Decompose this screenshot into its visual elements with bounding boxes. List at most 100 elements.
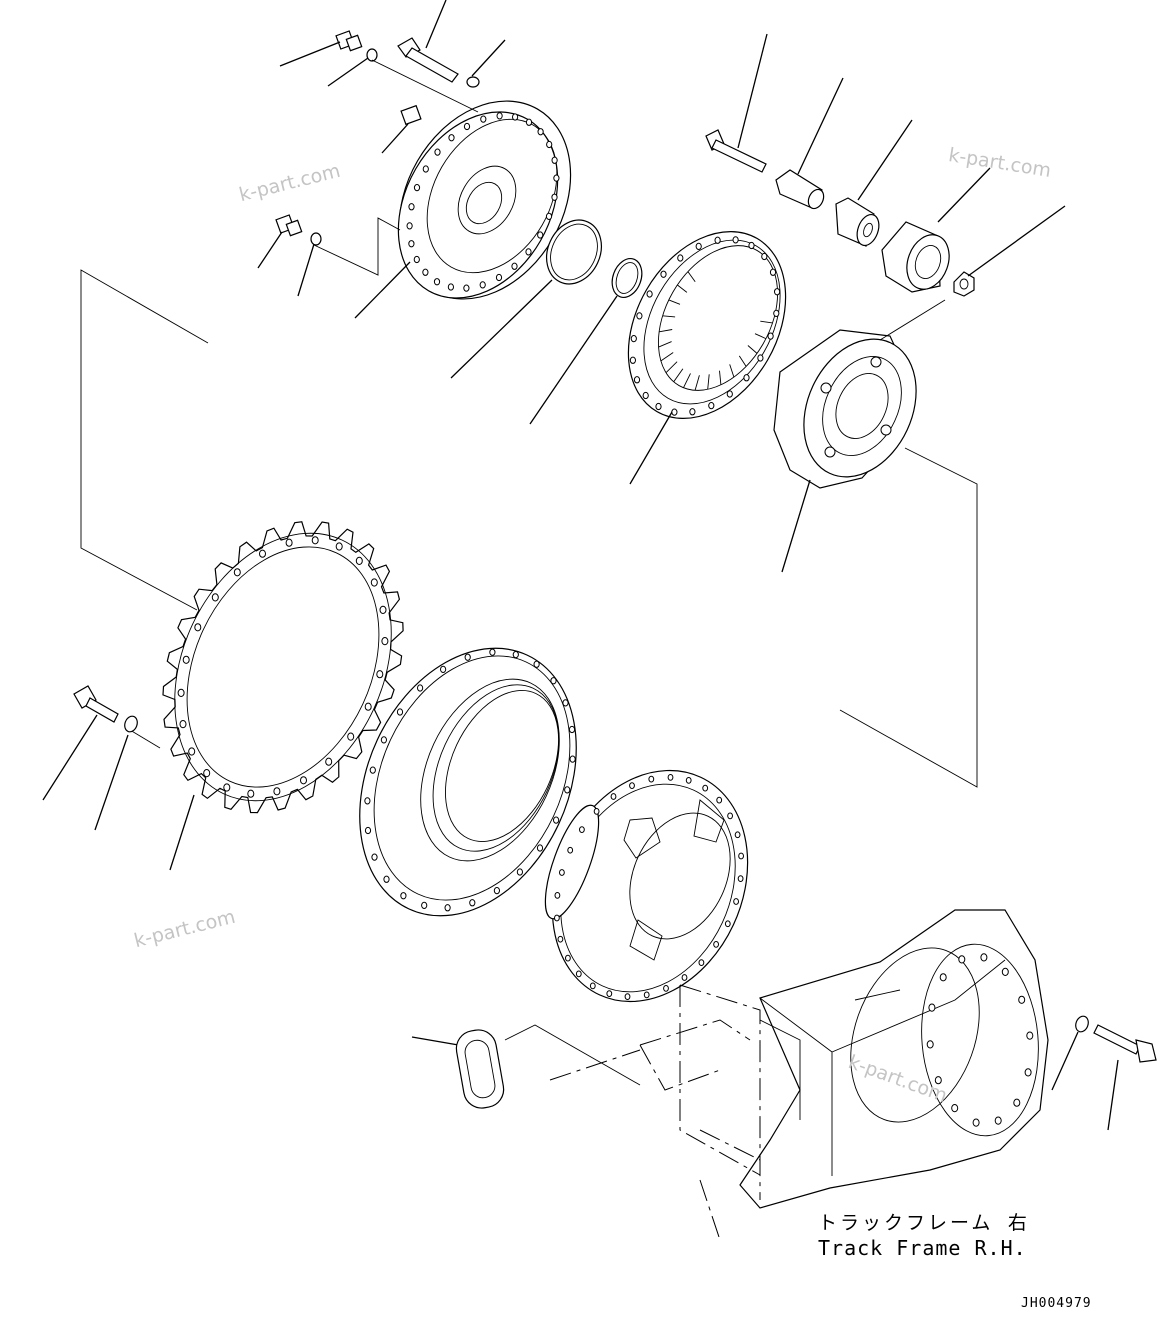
cover-bolt-hole <box>447 283 454 291</box>
ring-gear-tooth <box>659 329 673 333</box>
cover-bolt-hole <box>496 112 503 120</box>
sprocket-bolt-hole <box>203 769 211 778</box>
motor-bolt-hole <box>724 920 731 928</box>
leader-lines <box>42 0 1119 1131</box>
frame-bolt-hole <box>939 973 947 982</box>
frame-bolt-hole <box>928 1003 936 1012</box>
motor-bolt-hole <box>629 782 635 789</box>
sprocket-bolt-hole <box>376 670 384 679</box>
hub-bolt-hole <box>550 677 557 685</box>
washer-frame <box>1075 1015 1089 1033</box>
hub-bolt-hole <box>464 653 471 661</box>
sprocket-bolt-hole <box>370 578 378 587</box>
track-frame <box>504 909 1049 1241</box>
ring-gear-tooth <box>665 361 678 374</box>
cover-bolt-hole <box>495 273 503 282</box>
hub-bolt-hole <box>512 650 519 659</box>
ring-gear-hole <box>748 241 755 250</box>
motor-bolt-hole <box>667 774 674 781</box>
sprocket-bolt-hole <box>347 732 355 741</box>
ring-gear-hole <box>636 312 643 320</box>
motor-bolt-hole <box>554 892 561 899</box>
ring-gear-hole <box>769 268 777 276</box>
motor-bolt-hole <box>610 793 617 800</box>
sprocket-bolt-hole <box>177 688 185 698</box>
cover-bolt-hole <box>448 134 455 142</box>
ring-gear-tooth <box>729 364 735 378</box>
ring-gear-hole <box>732 236 739 244</box>
plug-bolt-left <box>275 214 303 237</box>
sprocket-bolt-hole <box>355 556 363 566</box>
cover-bolt-hole <box>408 203 415 211</box>
motor-bolt-hole <box>593 808 600 815</box>
ring-gear-hole <box>660 270 667 278</box>
cover-bolt-hole <box>525 118 533 126</box>
frame-bolt-hole <box>934 1076 942 1085</box>
ring-gear-hole <box>774 288 781 296</box>
ring-gear-tooth <box>694 375 700 391</box>
motor-bolt-hole <box>713 941 719 948</box>
sprocket-bolt-hole <box>364 702 372 711</box>
sprocket-bolt-hole <box>211 593 219 602</box>
sprocket-bolt-hole <box>335 542 343 551</box>
hub-bolt-hole <box>383 875 390 883</box>
ring-gear-hole <box>671 408 678 416</box>
motor-bolt-hole <box>567 846 574 854</box>
motor-bolt-hole <box>702 784 709 792</box>
hub-bolt-hole <box>444 904 451 912</box>
planet-carrier <box>773 329 917 489</box>
hub-bolt-hole <box>568 725 576 734</box>
hub-bolt-hole <box>553 816 560 824</box>
hub-bolt-hole <box>469 899 476 907</box>
sprocket-bolt-hole <box>311 536 319 545</box>
hub-bolt-hole <box>536 844 544 852</box>
ring-gear-hole <box>743 374 750 382</box>
cover-bolt-hole <box>537 128 544 136</box>
cover-bolt-hole <box>480 115 487 123</box>
ring-gear-hole <box>629 356 637 364</box>
motor-bolt-hole <box>716 796 723 804</box>
drawing-id: JH004979 <box>1021 1296 1092 1311</box>
ring-gear-hole <box>695 242 702 251</box>
sprocket-bolt-hole <box>179 720 187 729</box>
sprocket-bolt-hole <box>247 789 255 798</box>
sprocket-bolt-hole <box>233 568 241 577</box>
hub-bolt-hole <box>489 648 496 656</box>
ring-gear-tooth <box>673 368 684 383</box>
frame-label-en: Track Frame R.H. <box>818 1236 1027 1260</box>
planetary-cover <box>397 100 572 300</box>
o-ring-top <box>366 48 378 62</box>
cover-bolt-hole <box>408 240 415 248</box>
hub-bolt-hole <box>516 868 524 876</box>
ring-gear-tooth <box>719 370 722 385</box>
washer-sprocket <box>124 715 138 733</box>
sprocket-bolt-hole <box>194 623 202 632</box>
cover-bolt-hole <box>537 231 544 239</box>
nut-right <box>953 271 975 297</box>
motor-bolt-hole <box>565 954 571 962</box>
ring-gear-hole <box>646 290 653 298</box>
hub-bolt-hole <box>400 892 407 900</box>
plug-top-small <box>400 104 422 126</box>
hub-bolt-hole <box>371 853 378 861</box>
sprocket-bolt-hole <box>381 637 389 646</box>
ring-gear-tooth <box>658 341 672 348</box>
cover-bolt-hole <box>525 248 532 256</box>
motor-bolt-hole <box>559 869 565 876</box>
motor-bolt-hole <box>681 974 688 981</box>
sprocket-bolt-hole <box>300 776 307 785</box>
ring-gear-tooth <box>677 284 688 293</box>
ring-gear-tooth <box>747 345 758 354</box>
hub-bolt-hole <box>364 826 372 835</box>
hub-bolt-hole <box>369 766 376 774</box>
pin-shaft <box>775 169 825 210</box>
frame-bolt-hole <box>1026 1031 1034 1040</box>
cover-bolt-hole <box>463 284 470 292</box>
ring-gear-hole <box>714 236 721 244</box>
cover-bolt-hole <box>545 212 553 221</box>
ring-gear-hole <box>726 390 733 398</box>
ring-gear-tooth <box>707 374 710 390</box>
motor-bolt-hole <box>663 985 669 992</box>
motor-bolt-hole <box>734 831 741 839</box>
